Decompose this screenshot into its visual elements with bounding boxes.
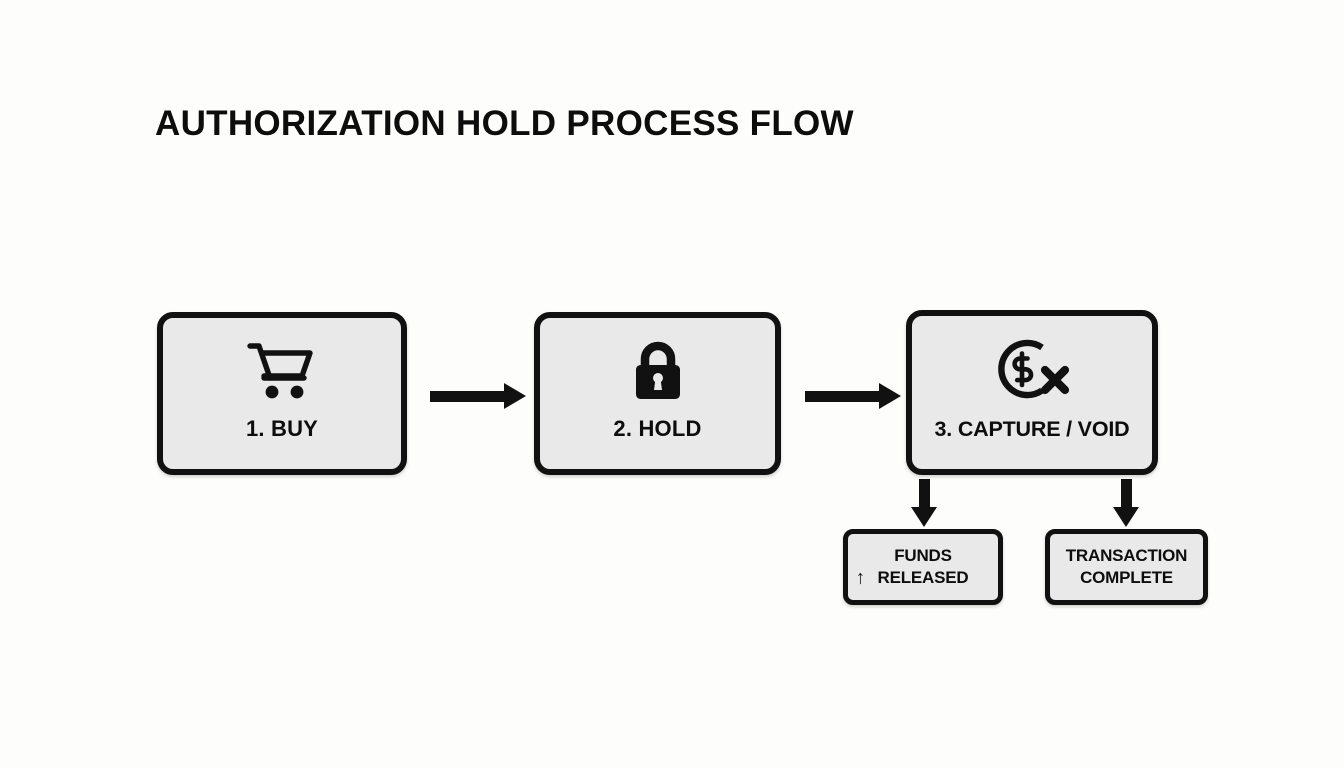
outcome-line-2-wrapper: COMPLETE: [1066, 567, 1188, 589]
up-arrow-icon: ↑: [855, 567, 866, 589]
arrow-head: [1113, 507, 1139, 527]
outcome-line-1: TRANSACTION: [1065, 546, 1188, 566]
arrow-head: [879, 383, 901, 409]
stage-box-capture[interactable]: 3. CAPTURE / VOID: [906, 310, 1158, 475]
arrow-head: [504, 383, 526, 409]
stage-label-hold: 2. HOLD: [613, 416, 702, 441]
arrow-shaft: [805, 391, 881, 402]
page-title: AUTHORIZATION HOLD PROCESS FLOW: [155, 104, 854, 143]
arrow-shaft: [919, 479, 930, 509]
dollar-circle-cancel-icon: [912, 338, 1152, 400]
arrow-capture-to-funds: [911, 479, 937, 527]
outcome-line-2-wrapper: ↑ RELEASED: [856, 567, 969, 589]
outcome-line-1: FUNDS: [894, 546, 952, 566]
arrow-head: [911, 507, 937, 527]
outcome-line-2: COMPLETE: [1080, 568, 1173, 587]
arrow-shaft: [430, 391, 506, 402]
outcome-box-funds-released[interactable]: FUNDS ↑ RELEASED: [843, 529, 1003, 605]
outcome-label-transaction: TRANSACTION COMPLETE: [1066, 545, 1188, 589]
outcome-label-funds: FUNDS ↑ RELEASED: [856, 545, 969, 589]
arrow-shaft: [1121, 479, 1132, 509]
outcome-box-transaction-complete[interactable]: TRANSACTION COMPLETE: [1045, 529, 1208, 605]
stage-label-buy: 1. BUY: [245, 416, 319, 441]
stage-label-capture: 3. CAPTURE / VOID: [934, 417, 1130, 441]
stage-box-hold[interactable]: 2. HOLD: [534, 312, 781, 475]
arrow-hold-to-capture: [805, 383, 901, 409]
lock-icon: [540, 340, 775, 402]
outcome-line-2: RELEASED: [877, 568, 969, 587]
arrow-buy-to-hold: [430, 383, 526, 409]
shopping-cart-icon: [163, 340, 401, 402]
stage-box-buy[interactable]: 1. BUY: [157, 312, 407, 475]
arrow-capture-to-transaction: [1113, 479, 1139, 527]
